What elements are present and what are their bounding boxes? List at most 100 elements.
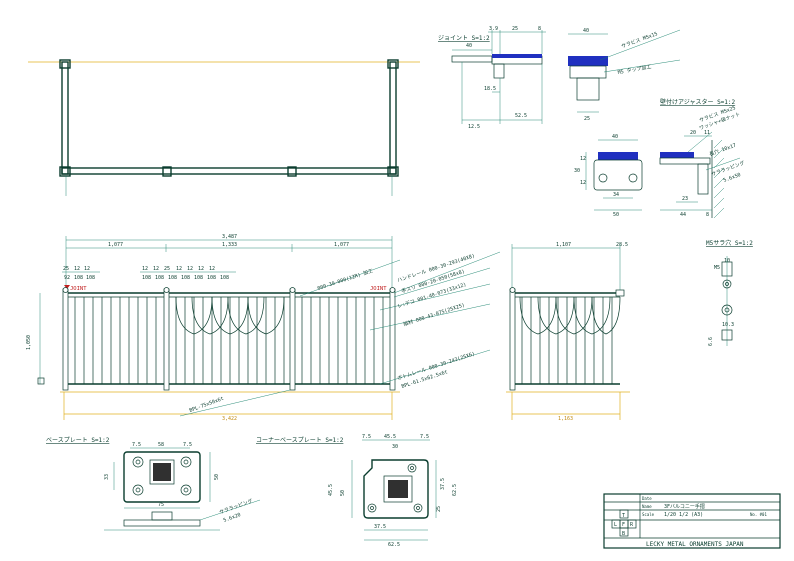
elev-post bbox=[289, 288, 296, 391]
side-balusters bbox=[521, 297, 613, 384]
adjuster-body bbox=[593, 159, 643, 191]
leader-line bbox=[393, 251, 501, 294]
bp-dim-text: 58 bbox=[158, 442, 164, 448]
post-cap bbox=[163, 287, 170, 293]
bottom-dim-text: 3,422 bbox=[222, 416, 237, 422]
bolt-hole-inner bbox=[135, 487, 141, 493]
post-cap bbox=[62, 287, 69, 293]
m5-hole-inner bbox=[725, 282, 729, 286]
bolt-hole-inner bbox=[370, 506, 374, 510]
plan-right-rail bbox=[389, 61, 397, 175]
post-cap bbox=[289, 287, 296, 293]
bolt-hole-inner bbox=[183, 487, 189, 493]
pitch-text: 108 bbox=[207, 275, 216, 281]
adjuster-dim-text: 40 bbox=[612, 134, 618, 140]
bolt-hole-icon bbox=[132, 456, 144, 468]
joint-detail: ジョイント S=1:2 3.9 25 8 40 18.5 52.5 12.5 4… bbox=[438, 26, 681, 130]
pitch-text: 108 bbox=[181, 275, 190, 281]
elev-span-text: 1,077 bbox=[334, 242, 349, 248]
joint-dim-text: 12.5 bbox=[468, 124, 480, 130]
side-arch bbox=[555, 296, 593, 335]
tb-label: Name bbox=[642, 504, 652, 509]
plan-post bbox=[59, 59, 71, 69]
adjuster-dim-text: 8 bbox=[706, 212, 709, 218]
arch bbox=[175, 296, 213, 335]
leader-line bbox=[299, 259, 401, 297]
joint-section-plate bbox=[568, 56, 608, 66]
tb-letter: R bbox=[630, 522, 634, 528]
joint-marker-right: JOINT bbox=[370, 286, 387, 292]
pitch-text: 12 bbox=[187, 266, 193, 272]
joint-dim-text: 8 bbox=[538, 26, 541, 32]
adjuster-dim-text: 11 bbox=[704, 130, 710, 136]
plan-front-rail bbox=[61, 167, 397, 175]
adjuster-note: 長穴 10x17 bbox=[708, 142, 737, 158]
bp-dim-text: 75 bbox=[158, 502, 164, 508]
m5-hole-icon bbox=[722, 279, 732, 289]
height-text: 1,050 bbox=[26, 335, 32, 350]
tb-cell bbox=[619, 527, 629, 537]
arch bbox=[247, 296, 285, 335]
base-post-side bbox=[151, 511, 173, 521]
front-elevation: 3,487 1,077 1,333 1,077 25 12 12 92 108 … bbox=[26, 234, 501, 422]
title-block: T L F R B Date Name 3Fバルコニー手摺 Scale 1/20… bbox=[603, 493, 781, 549]
pitch-text: 108 bbox=[168, 275, 177, 281]
balusters bbox=[74, 297, 384, 384]
m5-countersink bbox=[721, 329, 733, 341]
m5-hole-icon bbox=[721, 304, 733, 316]
adjuster-side-plate bbox=[660, 152, 694, 158]
tb-label: Date bbox=[642, 496, 652, 501]
pitch-text: 108 bbox=[86, 275, 95, 281]
m5-dim-text: 10.3 bbox=[722, 322, 734, 328]
elev-span-text: 1,077 bbox=[108, 242, 123, 248]
side-arch bbox=[519, 296, 557, 335]
adjuster-dim-text: 34 bbox=[613, 192, 619, 198]
adjuster-detail: 壁付けアジャスター S=1:2 40 30 12 12 34 50 20 11 … bbox=[574, 98, 746, 219]
pitch-text: 12 bbox=[153, 266, 159, 272]
m5-dim-text: 6.6 bbox=[708, 337, 714, 346]
tb-cell bbox=[627, 519, 637, 529]
cp-dim-text: 50 bbox=[340, 490, 346, 496]
side-elevation: 1,107 28.5 1,163 bbox=[506, 242, 630, 422]
arch bbox=[191, 296, 229, 335]
side-post-cap bbox=[509, 287, 516, 293]
plan-post bbox=[59, 166, 71, 177]
base-plate-body bbox=[123, 451, 201, 503]
m5-hole-inner bbox=[724, 307, 730, 313]
adjuster-dim-text: 23 bbox=[682, 196, 688, 202]
elev-post bbox=[163, 288, 170, 391]
adjuster-note: 5.6x50 bbox=[723, 172, 742, 184]
adjuster-dim-text: 30 bbox=[574, 168, 580, 174]
m5-title: M5サラ穴 S=1:2 bbox=[706, 239, 753, 247]
adjuster-hole bbox=[628, 173, 638, 183]
bolt-hole-icon bbox=[407, 463, 417, 473]
side-arches bbox=[519, 296, 621, 335]
bp-dim-text: 7.5 bbox=[132, 442, 141, 448]
m5-detail: M5サラ穴 S=1:2 M5 10 10.3 6.6 bbox=[706, 239, 753, 346]
leader-line bbox=[199, 499, 261, 521]
adjuster-dim-text: 44 bbox=[680, 212, 686, 218]
adjuster-hole bbox=[598, 173, 608, 183]
callout-text: 000-30-000(12R) 加工 bbox=[316, 267, 373, 292]
title-block-frame bbox=[603, 493, 781, 549]
pitch-text: 12 bbox=[198, 266, 204, 272]
adjuster-side-rail bbox=[659, 157, 711, 165]
elev-post bbox=[389, 288, 396, 391]
cp-dim-text: 62.5 bbox=[388, 542, 400, 548]
joint-dim-text: 18.5 bbox=[484, 86, 496, 92]
bolt-hole-icon bbox=[180, 456, 192, 468]
bolt-hole-inner bbox=[135, 459, 141, 465]
pitch-text: 108 bbox=[194, 275, 203, 281]
joint-dim-text: 3.9 bbox=[489, 26, 498, 32]
adjuster-title: 壁付けアジャスター S=1:2 bbox=[660, 98, 736, 106]
post-cap bbox=[389, 287, 396, 293]
leader-line bbox=[705, 157, 741, 171]
elev-span-text: 1,333 bbox=[222, 242, 237, 248]
tb-project-name: 3Fバルコニー手摺 bbox=[664, 503, 705, 510]
joint-arrow-icon bbox=[64, 285, 70, 289]
cp-dim-text: 30 bbox=[392, 444, 398, 450]
height-marker bbox=[37, 377, 45, 385]
bolt-hole-icon bbox=[367, 503, 377, 513]
adjuster-dim-text: 50 bbox=[613, 212, 619, 218]
